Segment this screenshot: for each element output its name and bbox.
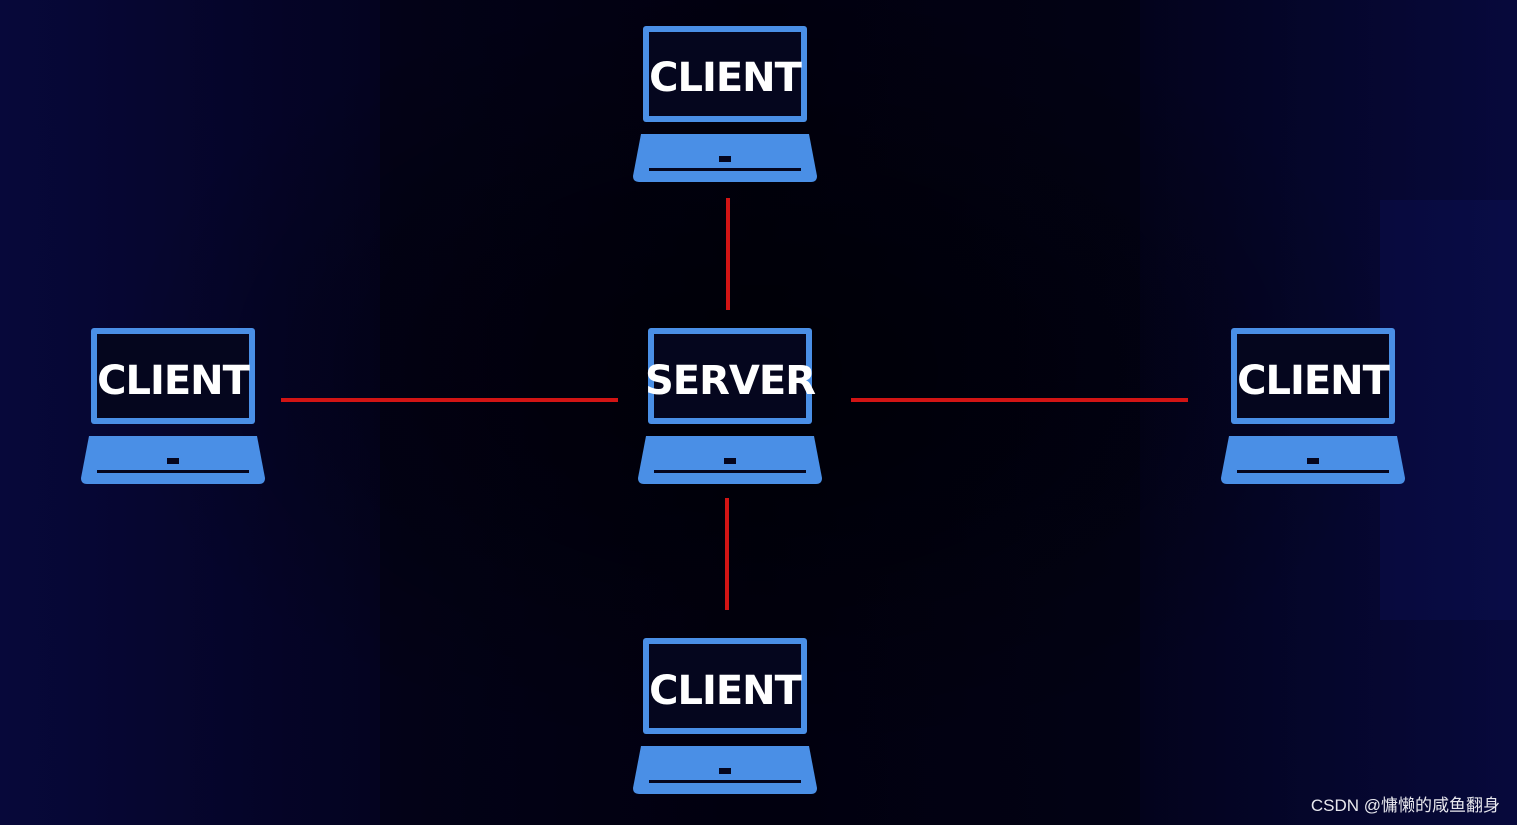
- background-panel: [1380, 200, 1517, 620]
- node-label: CLIENT: [1237, 358, 1391, 404]
- laptop-icon: [638, 328, 822, 484]
- node-label: CLIENT: [649, 668, 803, 714]
- node-label: CLIENT: [97, 358, 251, 404]
- node-client-right: CLIENT: [1221, 328, 1405, 484]
- laptop-icon: [633, 26, 817, 182]
- node-label: CLIENT: [649, 55, 803, 101]
- laptop-icon: [1221, 328, 1405, 484]
- laptop-icon: [633, 638, 817, 794]
- node-client-left: CLIENT: [81, 328, 265, 484]
- links: [281, 198, 1188, 610]
- node-client-bottom: CLIENT: [633, 638, 817, 794]
- node-label: SERVER: [645, 358, 815, 404]
- node-server: SERVER: [638, 328, 822, 484]
- node-client-top: CLIENT: [633, 26, 817, 182]
- watermark: CSDN @慵懒的咸鱼翻身: [1310, 796, 1500, 815]
- laptop-icon: [81, 328, 265, 484]
